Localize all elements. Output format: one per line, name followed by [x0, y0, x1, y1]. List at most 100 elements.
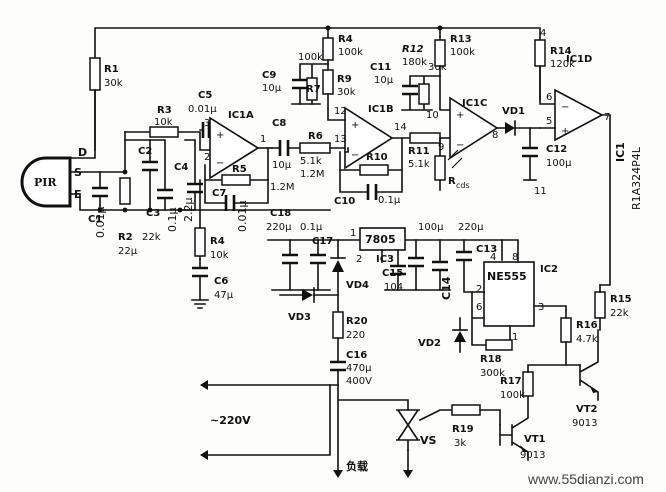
- ic1b-noninv-feed: [327, 107, 346, 121]
- ic2-pin6: 6: [476, 302, 482, 313]
- pir-label: PIR: [34, 176, 57, 189]
- c3-plates: [157, 188, 173, 200]
- r7-label: R7: [306, 84, 321, 95]
- r12-value: 180k: [402, 57, 427, 68]
- ic3-label: IC3: [376, 254, 394, 265]
- c220-value: 220μ: [458, 222, 484, 233]
- rcds-light-arrows: [447, 149, 463, 169]
- ic1b-pin13: 13: [334, 134, 347, 145]
- r1-label: R1: [104, 64, 119, 75]
- r16-resistor: [560, 317, 572, 343]
- pir-ground-lead: [69, 193, 331, 211]
- r9-resistor: [322, 69, 334, 95]
- r10-resistor: [359, 164, 389, 176]
- r20-value: 220: [346, 330, 365, 341]
- ic1c-pin8: 8: [492, 130, 498, 141]
- r4t-resistor: [322, 37, 334, 61]
- c12-value: 100μ: [546, 158, 572, 169]
- r6-resistor: [299, 142, 331, 154]
- ic1c-plus: +: [456, 110, 464, 121]
- c7-plates: [224, 195, 236, 211]
- ic1b-label: IC1B: [368, 104, 394, 115]
- ic1a-label: IC1A: [228, 110, 254, 121]
- c3-value: 0.1μ: [166, 208, 179, 233]
- c1-plates: [92, 186, 108, 198]
- c13-plates: [456, 250, 472, 262]
- r3-resistor: [149, 126, 179, 138]
- ic1a-pin1: 1: [260, 134, 266, 145]
- r13-to-ic1c: [439, 65, 451, 111]
- r1-value: 30k: [104, 78, 123, 89]
- r9-value: 30k: [337, 87, 356, 98]
- mains-arrow-bottom: [200, 450, 208, 460]
- r13-resistor: [434, 39, 446, 67]
- r17-to-vt2: [527, 364, 581, 373]
- r6-value: 5.1k: [300, 156, 322, 167]
- c15-label: C15: [382, 268, 403, 279]
- ic1d-pin6: 6: [546, 92, 552, 103]
- rcds-photoresistor: [434, 155, 446, 181]
- vt1-emitter-arrow: [520, 445, 528, 452]
- ic1a-pin3: 3: [204, 118, 210, 129]
- c9-branch: [299, 63, 329, 105]
- r16-label: R16: [576, 320, 598, 331]
- vd3-diode: [302, 289, 313, 301]
- pin11: 11: [534, 186, 547, 197]
- ic1d-pin7: 7: [604, 112, 610, 123]
- rcds-label: R: [448, 176, 456, 187]
- vd1-diode: [505, 122, 515, 134]
- vd2-label: VD2: [418, 338, 441, 349]
- c13-lead: [463, 239, 473, 293]
- ic2-pin3: 3: [538, 302, 544, 313]
- ic1-label: IC1: [614, 142, 627, 162]
- r18-value: 300k: [480, 368, 505, 379]
- ic2-pin8: 8: [512, 252, 518, 263]
- ic1d-pin5: 5: [546, 116, 552, 127]
- ic1b-inv-feed: [344, 147, 349, 153]
- r3-lead: [124, 131, 211, 151]
- ic2-pin2-6: [471, 291, 487, 346]
- c7-label: C7: [212, 188, 226, 199]
- r5-resistor: [221, 174, 251, 186]
- vt2-label: VT2: [576, 404, 598, 415]
- c4-lead: [179, 139, 196, 211]
- c16-plates: [330, 360, 346, 372]
- ic1d-plus: +: [561, 126, 569, 137]
- c16-value2: 400V: [346, 376, 372, 387]
- c8-label: C8: [272, 118, 286, 129]
- c16-label: C16: [346, 350, 367, 361]
- c11-label: C11: [370, 62, 391, 73]
- c2-label: C2: [138, 146, 152, 157]
- r4b-label: R4: [210, 236, 225, 247]
- r14-label: R14: [550, 46, 572, 57]
- r14-resistor: [534, 39, 546, 67]
- c9-plates: [292, 78, 308, 90]
- vd4-diode: [332, 260, 344, 272]
- r12-label: R12: [402, 44, 424, 55]
- c3-label: C3: [146, 208, 160, 219]
- ic1d-output: [599, 114, 611, 286]
- c1-value: 0.01μ: [94, 207, 107, 239]
- junction-dot: [325, 25, 331, 31]
- ic3-pin2: 2: [356, 254, 362, 265]
- c17-label: C17: [312, 236, 333, 247]
- r14-pin4: 4: [540, 28, 546, 39]
- r7-value: 100k: [298, 52, 323, 63]
- vd1-bar: [514, 120, 541, 136]
- vs-lead: [337, 399, 409, 451]
- ic2-pin8-lead: [501, 239, 519, 263]
- c2-value: 22k: [142, 232, 161, 243]
- r11-resistor: [409, 132, 441, 144]
- load-label: 负载: [346, 459, 368, 473]
- c10-feedback: [339, 169, 403, 193]
- c13-label: C13: [476, 244, 497, 255]
- ic1b-pin12: 12: [334, 106, 347, 117]
- r11-value: 5.1k: [408, 159, 430, 170]
- r1-resistor: [89, 57, 101, 91]
- c5-value: 0.01μ: [188, 104, 217, 115]
- c18-plates: [282, 253, 298, 265]
- r7-resistor: [306, 77, 318, 101]
- c7-lead: [204, 179, 269, 204]
- c3-lead: [149, 139, 166, 211]
- c15-plates: [390, 264, 406, 276]
